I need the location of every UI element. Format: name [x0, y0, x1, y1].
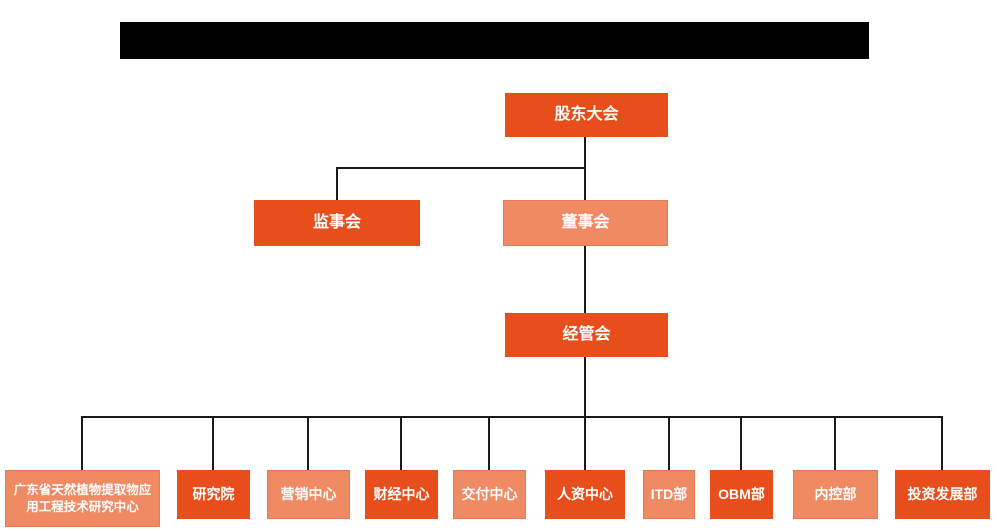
connector-department-drop [307, 416, 309, 470]
connector-shareholders-down [584, 137, 586, 168]
connector-management-down [584, 357, 586, 417]
connector-department-drop [488, 416, 490, 470]
connector-department-drop [740, 416, 742, 470]
connector-department-drop [584, 416, 586, 470]
connector-department-drop [212, 416, 214, 470]
org-node-finance-center: 财经中心 [365, 470, 438, 519]
connector-supervisory-drop [336, 167, 338, 200]
org-node-delivery-center: 交付中心 [453, 470, 526, 519]
org-node-internal-control: 内控部 [793, 470, 878, 519]
org-node-investment-development: 投资发展部 [895, 470, 990, 519]
connector-department-drop [81, 416, 83, 470]
org-node-itd-department: ITD部 [643, 470, 695, 519]
connector-level2-horizontal [336, 167, 586, 169]
connector-departments-horizontal [82, 416, 943, 418]
org-node-hr-center: 人资中心 [545, 470, 625, 519]
org-node-board-of-directors: 董事会 [503, 200, 668, 246]
org-node-research-institute: 研究院 [177, 470, 250, 519]
org-node-marketing-center: 营销中心 [267, 470, 350, 519]
org-node-supervisory-board: 监事会 [254, 200, 420, 246]
org-node-management-committee: 经管会 [505, 313, 668, 357]
connector-department-drop [400, 416, 402, 470]
connector-board-drop [584, 167, 586, 200]
connector-department-drop [668, 416, 670, 470]
connector-board-management [584, 246, 586, 313]
connector-department-drop [834, 416, 836, 470]
org-node-shareholders-meeting: 股东大会 [505, 93, 668, 137]
connector-department-drop [941, 416, 943, 470]
org-node-research-center: 广东省天然植物提取物应用工程技术研究中心 [5, 470, 160, 527]
redacted-title-bar [120, 22, 869, 59]
org-node-obm-department: OBM部 [710, 470, 773, 519]
